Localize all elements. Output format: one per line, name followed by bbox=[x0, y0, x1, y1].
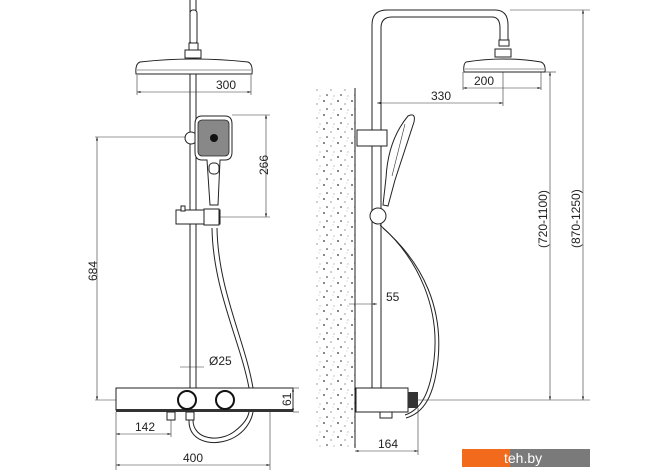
thermostat-panel bbox=[115, 387, 294, 411]
head-collar bbox=[494, 48, 512, 58]
temperature-knob bbox=[177, 390, 197, 410]
shower-hose-side bbox=[379, 224, 436, 416]
dim-arm-reach: 330 bbox=[431, 89, 451, 103]
dim-wall-distance: 55 bbox=[386, 290, 400, 304]
panel-knob-side bbox=[408, 392, 418, 408]
dim-head-width-side: 200 bbox=[474, 74, 494, 88]
rain-shower-head bbox=[135, 58, 253, 75]
dim-hand-shower-height: 266 bbox=[257, 155, 271, 175]
flow-knob bbox=[215, 390, 235, 410]
dim-outlet-offset: 142 bbox=[135, 420, 155, 434]
wall bbox=[316, 88, 355, 448]
dim-panel-height: 61 bbox=[280, 392, 294, 406]
head-nut bbox=[188, 42, 199, 51]
ball-joint-holder bbox=[369, 207, 387, 225]
watermark-logo: teh.by bbox=[462, 449, 590, 467]
thermostat-panel-side bbox=[355, 387, 409, 413]
shower-hose bbox=[211, 227, 250, 389]
dim-height-to-holder: 684 bbox=[86, 261, 100, 281]
dim-total-height-range: (870-1250) bbox=[569, 189, 583, 248]
head-connector bbox=[189, 9, 198, 45]
head-collar bbox=[184, 49, 202, 59]
dim-panel-width: 400 bbox=[183, 451, 203, 465]
dim-head-height-range: (720-1100) bbox=[536, 190, 550, 248]
hand-shower-button bbox=[208, 162, 220, 175]
hose-connector bbox=[185, 411, 195, 421]
dim-pipe-diameter: Ø25 bbox=[209, 354, 232, 368]
dim-head-width: 300 bbox=[216, 78, 236, 92]
front-view: 300 266 684 Ø25 bbox=[86, 0, 299, 470]
side-view: 200 330 55 164 (720-1100) (870-1250) bbox=[316, 9, 590, 455]
watermark-text: teh.by bbox=[504, 450, 543, 466]
riser-arm-outer bbox=[371, 9, 509, 388]
spout-outlet bbox=[166, 411, 176, 421]
dim-panel-depth: 164 bbox=[378, 437, 398, 451]
wall-bracket bbox=[356, 129, 388, 147]
hand-shower-side bbox=[382, 114, 415, 207]
rain-shower-head-side bbox=[463, 58, 546, 73]
